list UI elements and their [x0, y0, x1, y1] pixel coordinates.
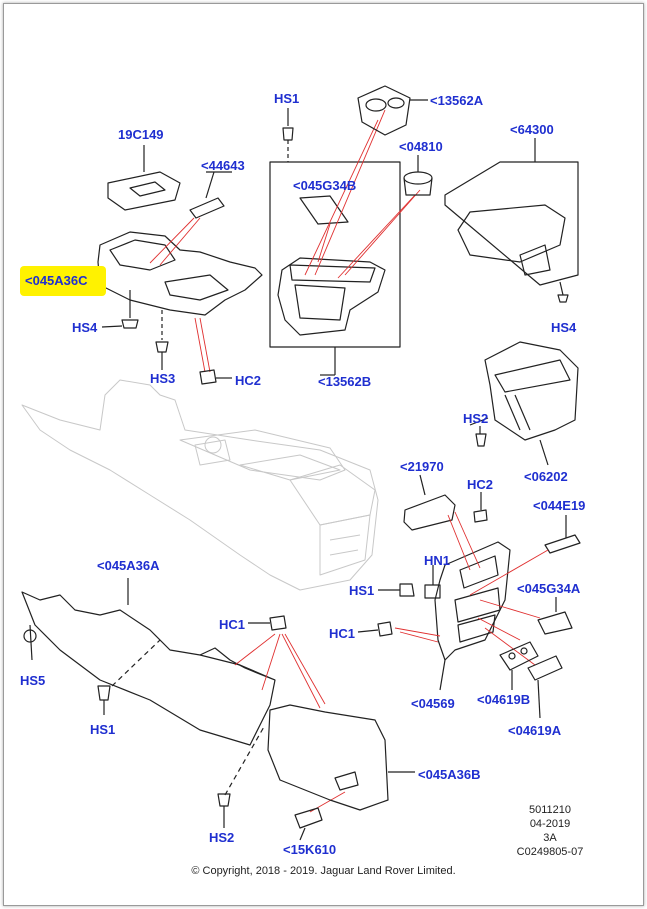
meta-line-2: 04-2019	[529, 818, 571, 830]
part-19c149-tray	[107, 145, 181, 211]
part-64300-armrest	[444, 138, 579, 303]
clip-hc2-right	[473, 492, 488, 523]
label-hs5[interactable]: HS5	[20, 673, 46, 688]
meta-block: 5011210 04-2019 3A C0249805-07	[510, 803, 590, 859]
red-leader-lines-top	[149, 217, 211, 373]
label-hs1-bottom[interactable]: HS1	[90, 722, 116, 737]
label-hc1-bottom[interactable]: HC1	[219, 617, 246, 632]
label-hs4-right[interactable]: HS4	[551, 320, 577, 335]
clip-hc1-bottom	[248, 615, 287, 631]
label-hc2-left[interactable]: HC2	[235, 373, 262, 388]
label-044e19[interactable]: <044E19	[533, 498, 586, 513]
label-hs1-top[interactable]: HS1	[274, 91, 300, 106]
label-04619b[interactable]: <04619B	[477, 692, 531, 707]
label-hs3[interactable]: HS3	[150, 371, 176, 386]
part-13562a-insert	[357, 85, 428, 136]
label-21970[interactable]: <21970	[400, 459, 444, 474]
label-hs2-bottom[interactable]: HS2	[209, 830, 235, 845]
label-045a36b[interactable]: <045A36B	[418, 767, 481, 782]
clip-hc2-left	[199, 369, 232, 385]
label-hs1-mid[interactable]: HS1	[349, 583, 375, 598]
screw-hs2-right	[475, 426, 487, 447]
label-13562b[interactable]: <13562B	[318, 374, 372, 389]
label-04569[interactable]: <04569	[411, 696, 455, 711]
part-15k610	[294, 807, 323, 841]
label-04619a[interactable]: <04619A	[508, 723, 562, 738]
label-hc2-right[interactable]: HC2	[467, 477, 494, 492]
meta-line-1: 5011210	[528, 804, 571, 816]
label-045g34a[interactable]: <045G34A	[517, 581, 581, 596]
diagram-frame	[3, 3, 644, 906]
red-leader-lines-mid	[304, 109, 421, 279]
screw-hs4-left	[101, 290, 139, 329]
red-leader-lines-panel	[394, 511, 549, 666]
label-hn1[interactable]: HN1	[424, 553, 451, 568]
label-06202[interactable]: <06202	[524, 469, 568, 484]
part-045a36a-panel	[21, 578, 276, 746]
console-background-outline	[21, 379, 379, 591]
label-045g34b[interactable]: <045G34B	[293, 178, 357, 193]
part-21970-switch	[403, 474, 456, 531]
copyright-text: © Copyright, 2018 - 2019. Jaguar Land Ro…	[191, 865, 456, 877]
part-06202-bracket	[469, 341, 579, 466]
label-04810[interactable]: <04810	[399, 139, 443, 154]
part-045a36c-panel	[97, 231, 263, 316]
label-15k610[interactable]: <15K610	[283, 842, 337, 857]
label-44643[interactable]: <44643	[201, 158, 245, 173]
highlight-045a36c	[20, 266, 106, 296]
part-04569-panel	[434, 541, 511, 691]
label-hc1-right[interactable]: HC1	[329, 626, 356, 641]
part-04619a	[527, 655, 563, 719]
part-045g34a	[537, 597, 573, 635]
meta-line-4: C0249805-07	[516, 846, 584, 858]
screw-hs3	[155, 310, 169, 370]
meta-line-3: 3A	[543, 832, 557, 844]
part-04810-ring	[403, 155, 433, 196]
part-04619b	[499, 641, 539, 690]
label-hs4-left[interactable]: HS4	[72, 320, 98, 335]
part-044e19	[544, 515, 581, 554]
label-13562a[interactable]: <13562A	[430, 93, 484, 108]
label-64300[interactable]: <64300	[510, 122, 554, 137]
label-045a36a[interactable]: <045A36A	[97, 558, 160, 573]
part-045a36b-panel	[217, 704, 415, 828]
screw-hs1-top	[282, 108, 294, 162]
label-19c149[interactable]: 19C149	[118, 127, 164, 142]
red-leader-lines-bottom	[234, 633, 346, 813]
fasteners-mid	[357, 565, 441, 637]
part-44643-clip	[189, 171, 232, 219]
label-hs2-right[interactable]: HS2	[463, 411, 489, 426]
part-13562b-box	[269, 161, 401, 376]
label-045a36c[interactable]: <045A36C	[25, 273, 88, 288]
